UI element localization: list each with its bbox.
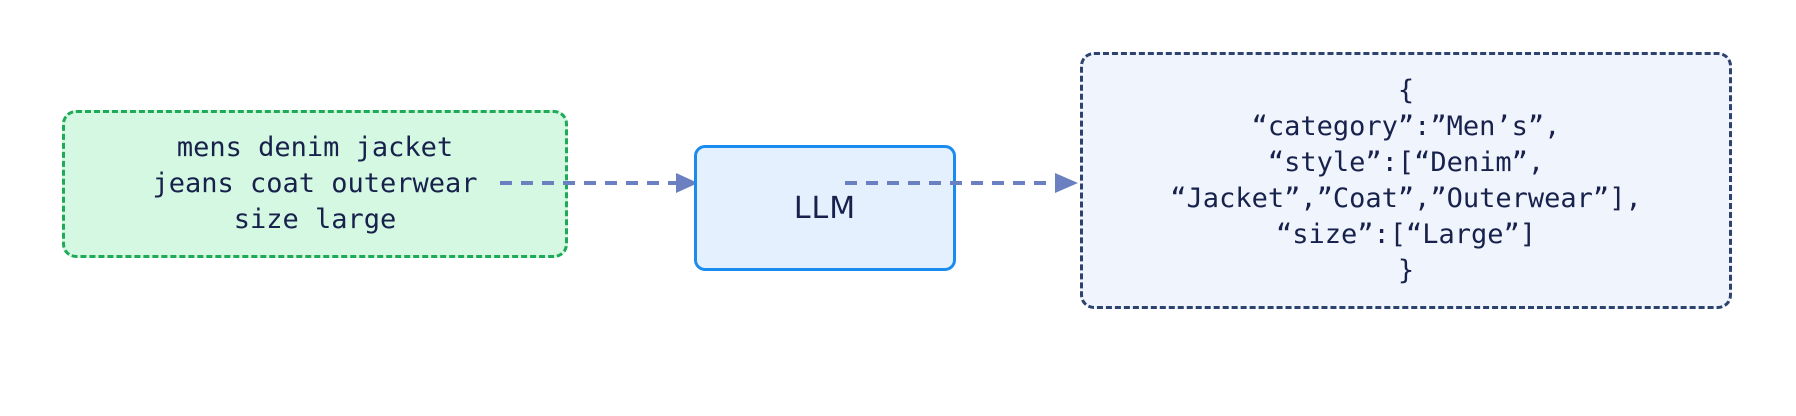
node-input-query[interactable]: mens denim jacket jeans coat outerwear s… [62,110,568,258]
input-query-text: mens denim jacket jeans coat outerwear s… [152,132,478,235]
arrowhead-icon [1055,173,1078,193]
node-structured-json[interactable]: { “category”:”Men’s”, “style”:[“Denim”, … [1080,52,1732,309]
structured-json-text: { “category”:”Men’s”, “style”:[“Denim”, … [1170,74,1642,286]
llm-label: LLM [793,190,857,226]
node-llm[interactable]: LLM [694,145,956,271]
